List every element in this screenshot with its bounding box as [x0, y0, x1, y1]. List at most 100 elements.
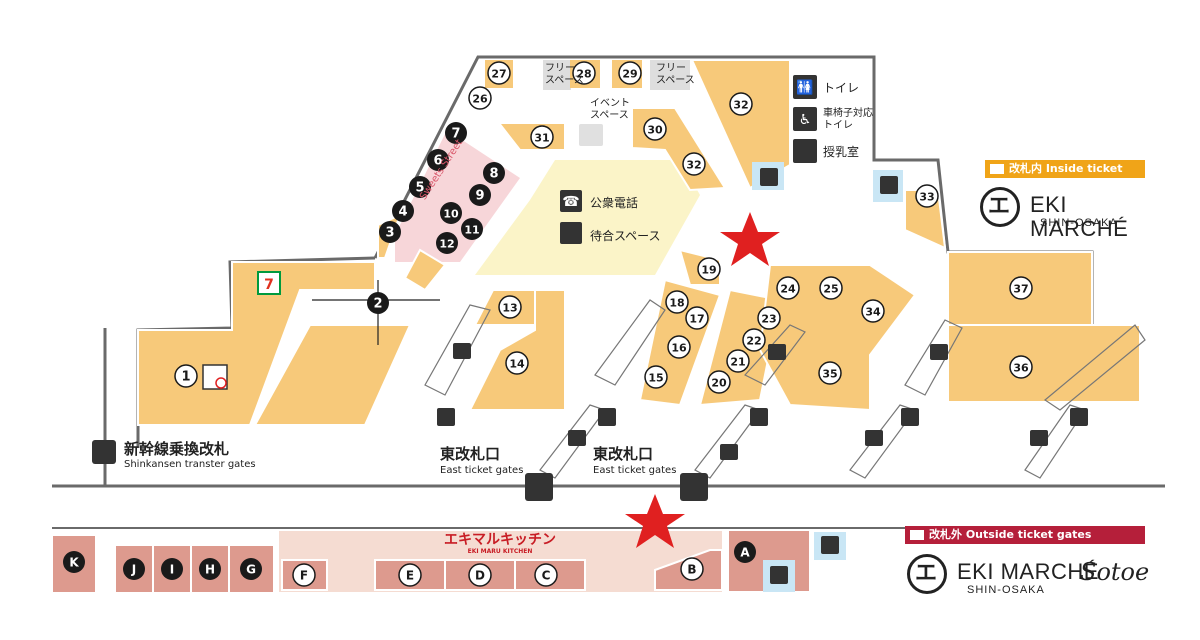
shop-marker-16[interactable]: 16	[667, 335, 691, 359]
shop-marker-J[interactable]: J	[123, 558, 145, 580]
free-space-label-a: フリー スペース	[545, 63, 584, 86]
shop-marker-H[interactable]: H	[199, 558, 221, 580]
shop-marker-2[interactable]: 2	[367, 292, 389, 314]
shop-marker-28[interactable]: 28	[572, 61, 596, 85]
shop-marker-circle	[682, 152, 706, 176]
shop-marker-33[interactable]: 33	[915, 184, 939, 208]
shinkansen-gate-label-en: Shinkansen transter gates	[124, 459, 256, 470]
shop-marker-32[interactable]: 32	[729, 92, 753, 116]
shop-marker-11[interactable]: 11	[461, 218, 483, 240]
nursing-room-label: 授乳室	[823, 145, 860, 159]
shop-marker-15[interactable]: 15	[644, 365, 668, 389]
shop-marker-I[interactable]: I	[161, 558, 183, 580]
shop-marker-6[interactable]: 6	[427, 149, 449, 171]
shop-marker-E[interactable]: E	[398, 563, 422, 587]
shop-marker-label: A	[740, 546, 750, 560]
toilet-icon	[793, 75, 817, 99]
logo-emblem-glyph: エ	[988, 193, 1011, 219]
shop-marker-circle	[572, 61, 596, 85]
shop-marker-circle	[461, 218, 483, 240]
shop-marker-label: 32	[686, 159, 701, 172]
sweets-street-zone	[395, 130, 520, 262]
shop-marker-D[interactable]: D	[468, 563, 492, 587]
shop-marker-30[interactable]: 30	[643, 117, 667, 141]
shop-marker-label: H	[205, 563, 215, 577]
shop-marker-34[interactable]: 34	[861, 299, 885, 323]
shop-marker-1[interactable]: 1	[174, 364, 198, 388]
shop-marker-3[interactable]: 3	[379, 221, 401, 243]
shop-marker-label: 8	[489, 167, 498, 182]
shop-marker-A[interactable]: A	[734, 541, 756, 563]
shop-marker-12[interactable]: 12	[436, 232, 458, 254]
shop-marker-label: 29	[622, 68, 637, 81]
shop-marker-G[interactable]: G	[240, 558, 262, 580]
shop-marker-circle	[643, 117, 667, 141]
shop-marker-label: 28	[576, 68, 591, 81]
shop-marker-24[interactable]: 24	[776, 276, 800, 300]
eki-marche-logo: エ EKI MARCHÉ SHIN-OSAKA	[978, 185, 1158, 241]
shop-marker-B[interactable]: B	[680, 557, 704, 581]
shop-marker-29[interactable]: 29	[618, 61, 642, 85]
shop-marker-9[interactable]: 9	[469, 184, 491, 206]
facility-icons	[560, 75, 817, 244]
shop-marker-label: D	[475, 569, 485, 583]
shop-marker-F[interactable]: F	[292, 563, 316, 587]
shop-marker-K[interactable]: K	[63, 551, 85, 573]
outside-gates-badge: 改札外 Outside ticket gates	[905, 526, 1145, 544]
shop-marker-circle	[174, 364, 198, 388]
shop-marker-label: 35	[822, 368, 837, 381]
shop-marker-23[interactable]: 23	[757, 306, 781, 330]
svg-text:7: 7	[264, 277, 274, 293]
ticket-gate-icon	[92, 440, 954, 540]
shop-marker-22[interactable]: 22	[742, 328, 766, 352]
shop-marker-label: E	[406, 569, 414, 583]
shop-marker-circle	[707, 370, 731, 394]
shop-marker-label: 31	[534, 132, 549, 145]
shop-marker-circle	[487, 61, 511, 85]
shop-marker-14[interactable]: 14	[505, 351, 529, 375]
shop-marker-21[interactable]: 21	[726, 349, 750, 373]
outside-gates-text: 改札外 Outside ticket gates	[929, 528, 1092, 541]
shop-marker-circle	[697, 257, 721, 281]
shop-marker-circle	[468, 563, 492, 587]
waiting-seat-icon	[560, 222, 582, 244]
east-gate-label-ja-1: 東改札口	[440, 445, 501, 463]
shop-marker-circle	[436, 232, 458, 254]
shop-marker-37[interactable]: 37	[1009, 276, 1033, 300]
shop-marker-circle	[469, 184, 491, 206]
shop-marker-17[interactable]: 17	[685, 306, 709, 330]
shop-marker-label: 36	[1013, 362, 1029, 375]
shop-marker-36[interactable]: 36	[1009, 355, 1033, 379]
phone-icon	[560, 190, 582, 212]
shop-marker-4[interactable]: 4	[392, 200, 414, 222]
shop-marker-8[interactable]: 8	[483, 162, 505, 184]
shop-marker-circle	[644, 365, 668, 389]
shop-marker-5[interactable]: 5	[409, 176, 431, 198]
shop-marker-10[interactable]: 10	[440, 202, 462, 224]
shop-marker-label: 24	[780, 283, 796, 296]
shop-marker-26[interactable]: 26	[468, 86, 492, 110]
shop-marker-18[interactable]: 18	[665, 290, 689, 314]
shop-marker-circle	[818, 361, 842, 385]
logo-sub: SHIN-OSAKA	[967, 584, 1045, 596]
shop-marker-circle	[445, 122, 467, 144]
shop-marker-20[interactable]: 20	[707, 370, 731, 394]
shop-marker-label: 4	[398, 205, 407, 220]
shop-marker-circle	[534, 563, 558, 587]
shop-marker-C[interactable]: C	[534, 563, 558, 587]
shop-marker-circle	[440, 202, 462, 224]
shop-marker-label: 9	[475, 189, 484, 204]
svg-text:🚻: 🚻	[796, 79, 813, 96]
shop-marker-label: 14	[509, 358, 525, 371]
shop-marker-13[interactable]: 13	[498, 295, 522, 319]
shop-marker-35[interactable]: 35	[818, 361, 842, 385]
shop-marker-7[interactable]: 7	[445, 122, 467, 144]
shop-marker-19[interactable]: 19	[697, 257, 721, 281]
shop-marker-27[interactable]: 27	[487, 61, 511, 85]
shop-marker-25[interactable]: 25	[819, 276, 843, 300]
shop-marker-circle	[915, 184, 939, 208]
shop-marker-32[interactable]: 32	[682, 152, 706, 176]
shop-marker-31[interactable]: 31	[530, 125, 554, 149]
shop-marker-label: B	[687, 563, 696, 577]
shop-marker-label: 22	[746, 335, 761, 348]
